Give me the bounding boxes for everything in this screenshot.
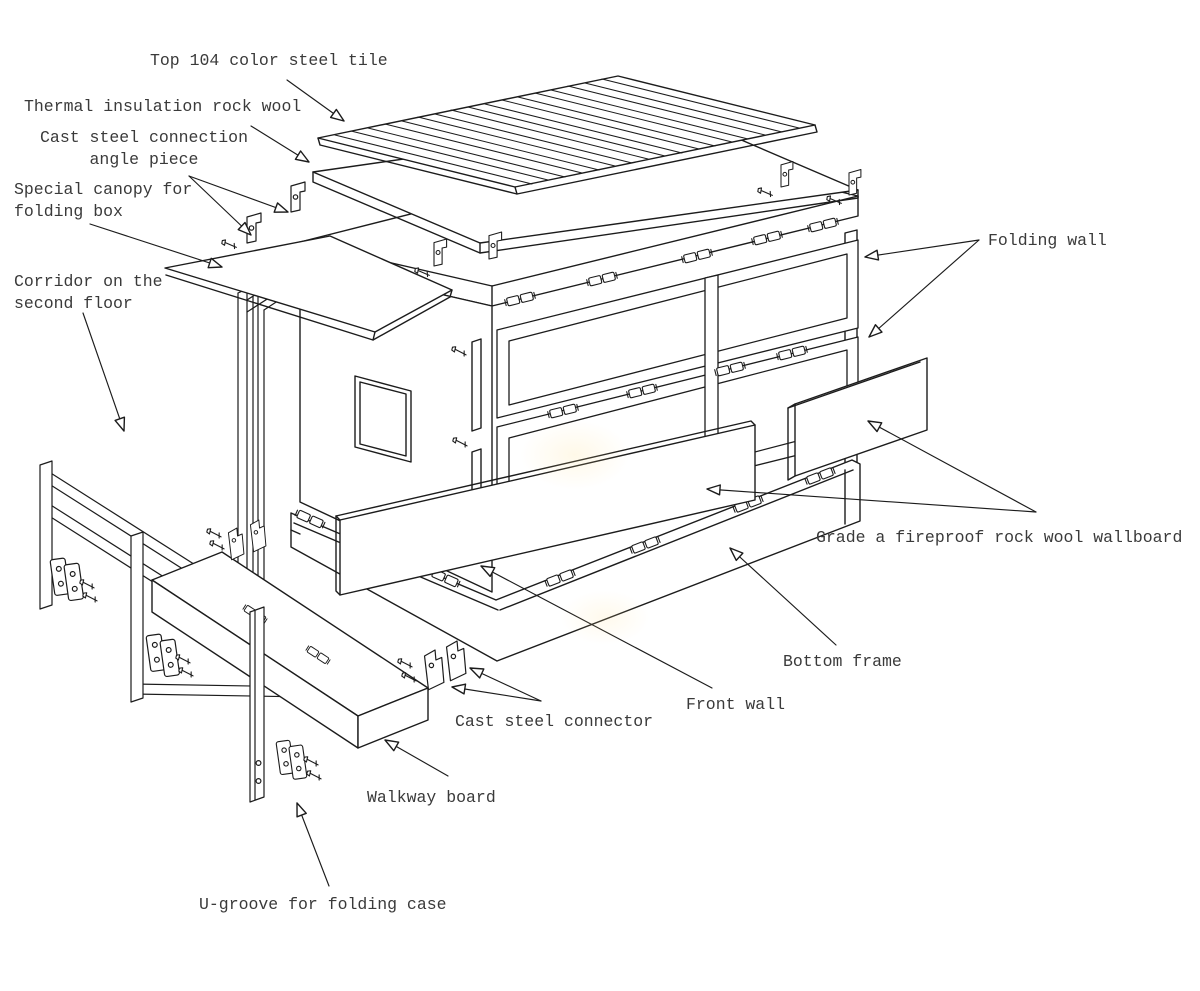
label-connector: Cast steel connector [455, 712, 654, 731]
leader-arrows [82, 79, 1037, 887]
corridor-railing-drawing [39, 460, 427, 703]
label-angle-piece: Cast steel connection angle piece [40, 128, 248, 169]
front-wall-panel-drawing [335, 420, 756, 596]
label-bottom-frame: Bottom frame [783, 652, 902, 671]
fireproof-panel-drawing [787, 357, 928, 481]
label-canopy: Special canopy for folding box [14, 180, 193, 221]
label-fireproof: Grade a fireproof rock wool wallboard [816, 528, 1183, 547]
u-groove-drawing [249, 606, 323, 803]
roof-tile-drawing [317, 75, 818, 195]
label-folding-wall: Folding wall [988, 231, 1107, 250]
label-walkway: Walkway board [367, 788, 496, 807]
label-front-wall: Front wall [686, 695, 786, 714]
label-insulation: Thermal insulation rock wool [24, 97, 302, 116]
canopy-drawing [164, 235, 453, 341]
label-top-tile: Top 104 color steel tile [150, 51, 388, 70]
label-u-groove: U-groove for folding case [199, 895, 447, 914]
label-corridor: Corridor on the second floor [14, 272, 163, 313]
